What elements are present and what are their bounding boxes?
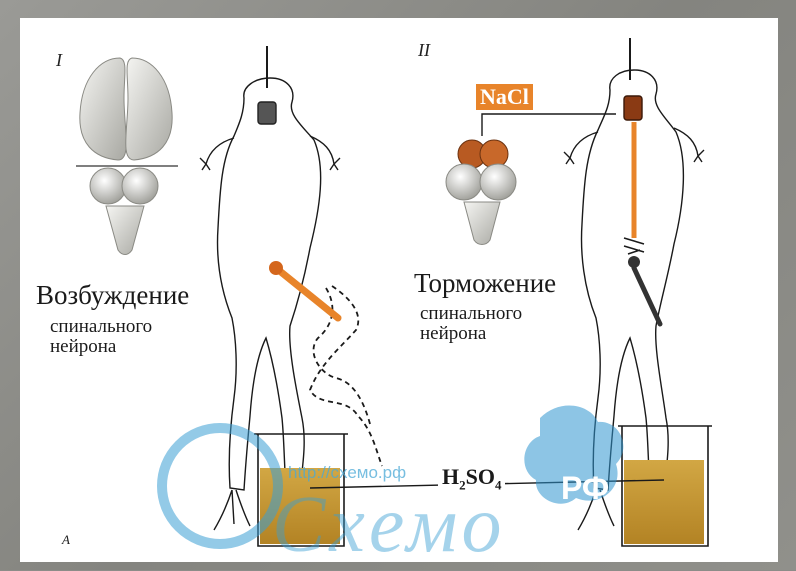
inhibition-subtitle-1: спинального <box>420 303 522 324</box>
frog-head-clamp-two <box>624 96 642 120</box>
corner-mark: A <box>62 532 70 548</box>
inhibition-subtitle-2: нейрона <box>420 323 486 344</box>
sciatic-nerve-one <box>276 268 338 318</box>
brain-left-hemisphere <box>80 58 126 160</box>
reflex-leg-dashed <box>310 286 382 466</box>
brain-lobe-right <box>122 168 158 204</box>
nacl-label: NaCl <box>476 84 533 110</box>
brain-right-hemisphere <box>126 58 172 160</box>
frog-foot-left-one <box>214 490 250 530</box>
acid-label: H2SO4 <box>438 464 505 498</box>
brain-lobe-right-two <box>480 164 516 200</box>
excitation-subtitle-2: нейрона <box>50 336 116 357</box>
excitation-subtitle-1: спинального <box>50 316 152 337</box>
frog-arm-right-two <box>674 128 704 162</box>
brain-diagram-two <box>446 114 616 245</box>
cut-mark-two <box>624 238 644 254</box>
diagram-panel: I II Возбуждение спинального нейрона Тор… <box>20 18 778 562</box>
inhibition-title: Торможение <box>414 268 556 299</box>
brain-diagram-one <box>76 58 178 255</box>
acid-label-h: H <box>442 464 459 489</box>
watermark-badge: РФ <box>561 470 609 507</box>
brain-lobe-treated-right <box>480 140 508 168</box>
panel-one-label: I <box>56 50 62 71</box>
frog-arm-left-two <box>564 132 598 164</box>
brain-lobe-left-two <box>446 164 482 200</box>
electrode-two <box>634 268 660 324</box>
brain-stem <box>106 206 144 255</box>
panel-two-label: II <box>418 40 430 61</box>
beaker-two <box>618 426 712 546</box>
acid-label-so: SO <box>466 464 495 489</box>
nerve-node-one <box>269 261 283 275</box>
brain-stem-two <box>464 202 500 245</box>
watermark-url: http://схемо.рф <box>288 463 406 483</box>
brain-lobe-left <box>90 168 126 204</box>
excitation-title: Возбуждение <box>36 280 189 311</box>
acid-fill-two <box>624 460 704 544</box>
frog-arm-left-one <box>200 138 234 170</box>
frog-head-clamp-one <box>258 102 276 124</box>
acid-label-sub-4: 4 <box>495 477 502 492</box>
